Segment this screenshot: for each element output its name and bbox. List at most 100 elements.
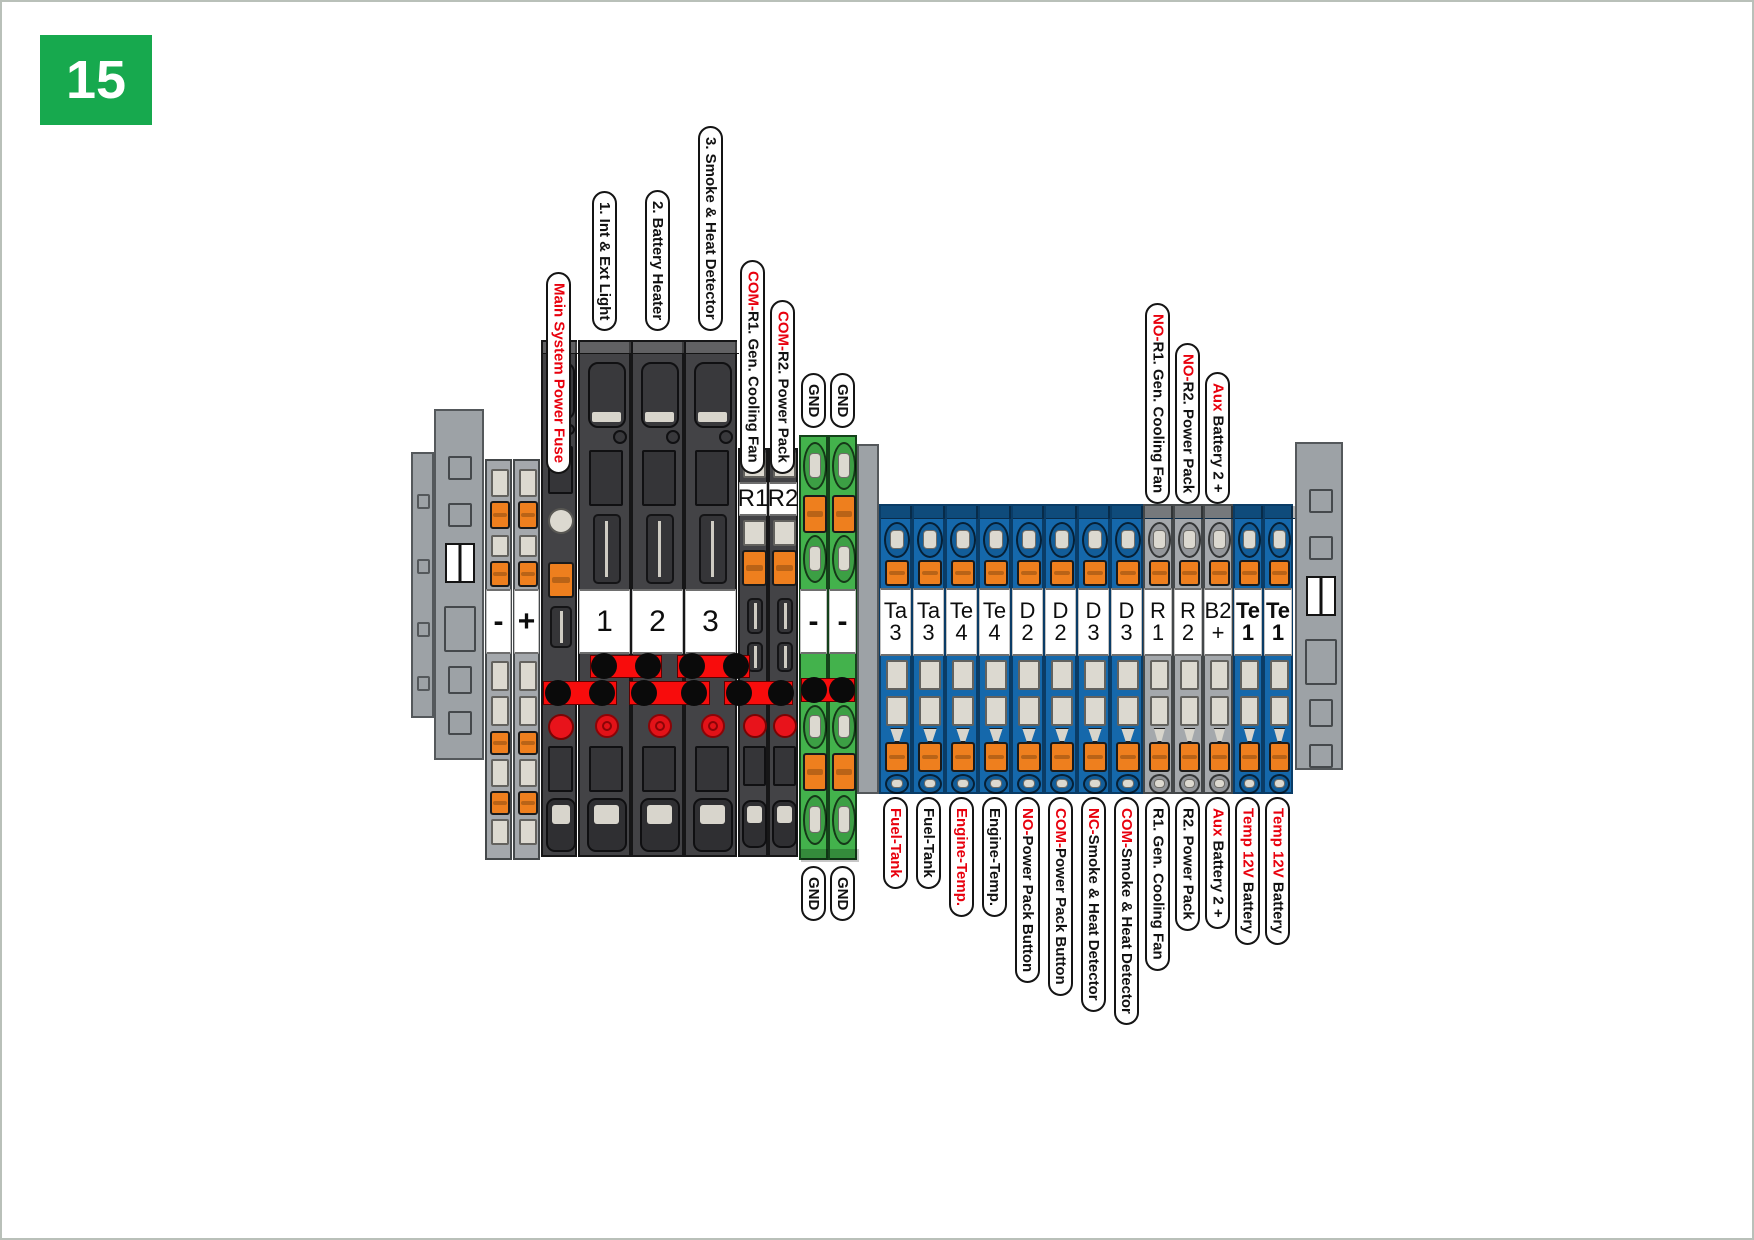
clamp-part (518, 791, 538, 815)
clamp-part (490, 561, 510, 587)
jumper-dot (631, 680, 657, 706)
clamp-part (1179, 560, 1200, 586)
funnel-part (989, 728, 1003, 742)
clamp-part (984, 560, 1008, 586)
label-segment: R2. Power Pack (774, 351, 792, 463)
sq2-part (417, 622, 430, 637)
topstrip-part (1112, 506, 1145, 519)
gport-part (1016, 522, 1042, 558)
gport-part (950, 522, 976, 558)
railmark-part (1306, 576, 1336, 616)
cap-part (633, 342, 686, 354)
funnel-part (1121, 728, 1135, 742)
sq-part (1309, 699, 1333, 727)
top-label-gnd-2: GND (829, 372, 855, 428)
gport-part (917, 522, 943, 558)
label-segment: GND (804, 877, 822, 911)
window-part (491, 696, 509, 726)
label-segment: Engine-Temp. (985, 808, 1003, 907)
bigport-part (742, 800, 767, 848)
band-label-gnd-1: - (800, 589, 827, 654)
redcirc-part (548, 714, 574, 740)
bottom-label-d2-b: COM-Power Pack Button (1047, 797, 1073, 996)
sq-part (448, 503, 472, 527)
clamp-part (518, 561, 538, 587)
band-text: 2 (1181, 620, 1195, 645)
gport-part (832, 705, 856, 749)
lever-part (698, 514, 727, 584)
clamp-part (1017, 742, 1041, 772)
band-text: 3 (889, 620, 902, 645)
funnel-part (1088, 728, 1102, 742)
terminal-power-plus: + (513, 459, 540, 860)
window-part (491, 661, 509, 691)
band-text: B2 (1204, 598, 1232, 623)
clamp-part (951, 742, 975, 772)
band-text: - (493, 604, 504, 638)
funnel-part (890, 728, 904, 742)
band-label-fuse-2: 2 (632, 589, 683, 654)
clamp-part (1149, 742, 1170, 772)
clamp-part (1017, 560, 1041, 586)
gport-part (885, 774, 909, 794)
lever-part (645, 514, 674, 584)
ringcirc-part (594, 714, 619, 738)
terminal-spacer (857, 444, 879, 794)
lever-part (747, 598, 763, 634)
label-segment: Aux (1209, 383, 1227, 416)
gport-part (1208, 522, 1231, 558)
band-text: R2 (767, 485, 799, 512)
window-part (519, 661, 537, 691)
clamp-part (1179, 742, 1200, 772)
band-text: 4 (988, 620, 1001, 645)
terminal-out-b2: B2+ (1203, 504, 1235, 794)
funnel-part (1022, 728, 1036, 742)
gport-part (1238, 522, 1261, 558)
band-text: 3 (1120, 620, 1133, 645)
clamp-part (1083, 742, 1107, 772)
window-part (952, 696, 974, 726)
bottom-label-out-r2: R2. Power Pack (1175, 797, 1201, 931)
bigport-part (772, 800, 797, 848)
label-segment: NC- (1084, 808, 1102, 835)
label-segment: Battery 2 + (1209, 415, 1227, 493)
clamp-part (1116, 742, 1140, 772)
window-part (1018, 696, 1040, 726)
window-part (773, 520, 796, 546)
jumper-dot (801, 677, 827, 703)
band-text: D (1019, 598, 1036, 623)
gport-part (1268, 522, 1291, 558)
bottom-label-te1-a: Temp 12V Battery (1235, 797, 1261, 945)
label-segment: NO- (1149, 313, 1167, 342)
band-label-power-minus: - (486, 589, 511, 654)
window-part (1180, 660, 1199, 690)
label-segment: Main System Power Fuse (550, 282, 568, 463)
scirc-part (613, 430, 627, 444)
label-segment: GND (833, 383, 851, 417)
sq-part (448, 456, 472, 480)
terminal-fuse-2: 2 (631, 340, 686, 857)
band-text: Ta (883, 598, 908, 623)
band-label-power-plus: + (514, 589, 539, 654)
window-part (952, 660, 974, 690)
band-text: 1 (1151, 620, 1165, 645)
sq-part (1309, 536, 1333, 560)
label-segment: Battery 2 + (1209, 840, 1227, 918)
label-segment: COM- (1051, 808, 1069, 848)
lever-part (592, 514, 621, 584)
gport-part (983, 522, 1009, 558)
figure-number-badge: 15 (40, 35, 152, 125)
scirc-part (666, 430, 680, 444)
window-part (491, 759, 509, 787)
clamp-part (1239, 560, 1260, 586)
top-label-out-b2: Aux Battery 2 + (1205, 372, 1231, 504)
topstrip-part (1046, 506, 1079, 519)
gport-part (1148, 522, 1171, 558)
jumper-dot (589, 680, 615, 706)
dport-part (640, 362, 679, 428)
clamp-part (1269, 560, 1290, 586)
dwindow-part (773, 746, 796, 786)
